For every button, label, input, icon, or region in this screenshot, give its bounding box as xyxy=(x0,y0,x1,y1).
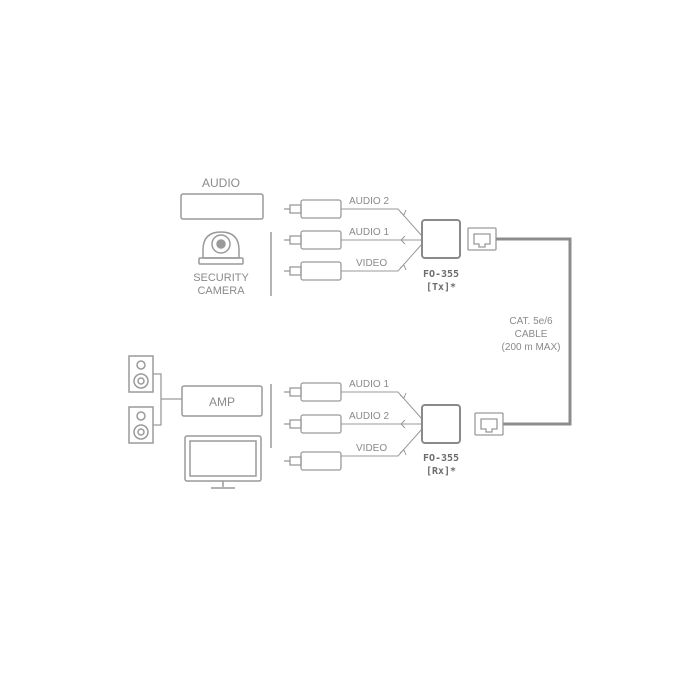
speaker-icon xyxy=(128,355,154,393)
amp-box xyxy=(181,385,263,417)
fo355-rx-unit xyxy=(421,404,461,444)
rx-port-label: VIDEO xyxy=(356,443,387,454)
rx-audio1-wire xyxy=(341,391,423,420)
camera-label-line1: SECURITY xyxy=(193,272,249,284)
rca-plug-icon xyxy=(284,414,342,434)
tx-audio2-wire xyxy=(341,208,423,237)
cable-label-line1: CAT. 5e/6 xyxy=(509,316,553,327)
fo355-tx-unit xyxy=(421,219,461,259)
rx-port-label: AUDIO 1 xyxy=(349,379,389,390)
amp-label: AMP xyxy=(209,395,235,409)
tx-arrowhead xyxy=(400,235,406,245)
rca-plug-icon xyxy=(284,199,342,219)
rca-plug-icon xyxy=(284,451,342,471)
rx-arrowhead xyxy=(400,419,406,429)
rca-plug-icon xyxy=(284,382,342,402)
tx-port-label: AUDIO 2 xyxy=(349,196,389,207)
rca-plug-icon xyxy=(284,230,342,250)
rx-arrowhead xyxy=(399,392,407,399)
cable-label-line3: (200 m MAX) xyxy=(502,342,561,353)
monitor-icon xyxy=(184,435,262,489)
rx-unit-label-line1: FO-355 xyxy=(423,453,459,464)
audio-source-box xyxy=(180,193,264,220)
tx-arrowhead xyxy=(399,264,407,271)
rx-unit-label-line2: [Rx]* xyxy=(426,466,456,477)
speaker-wire xyxy=(153,373,182,426)
tx-video-wire xyxy=(341,243,423,272)
tx-port-label: AUDIO 1 xyxy=(349,227,389,238)
tx-unit-label-line1: FO-355 xyxy=(423,269,459,280)
rx-port-label: AUDIO 2 xyxy=(349,411,389,422)
cable-label-line2: CABLE xyxy=(515,329,548,340)
rx-video-wire xyxy=(341,428,423,457)
rca-plug-icon xyxy=(284,261,342,281)
speaker-icon xyxy=(128,406,154,444)
tx-unit-label-line2: [Tx]* xyxy=(426,282,456,293)
security-camera-icon xyxy=(198,231,244,265)
rj45-jack-icon xyxy=(467,227,497,251)
tx-arrowhead xyxy=(399,209,407,216)
audio-source-label: AUDIO xyxy=(202,176,240,190)
tx-port-label: VIDEO xyxy=(356,258,387,269)
cat5-cable xyxy=(496,237,572,426)
camera-label-line2: CAMERA xyxy=(197,285,245,297)
rx-arrowhead xyxy=(399,449,407,456)
rj45-jack-icon xyxy=(474,412,504,436)
